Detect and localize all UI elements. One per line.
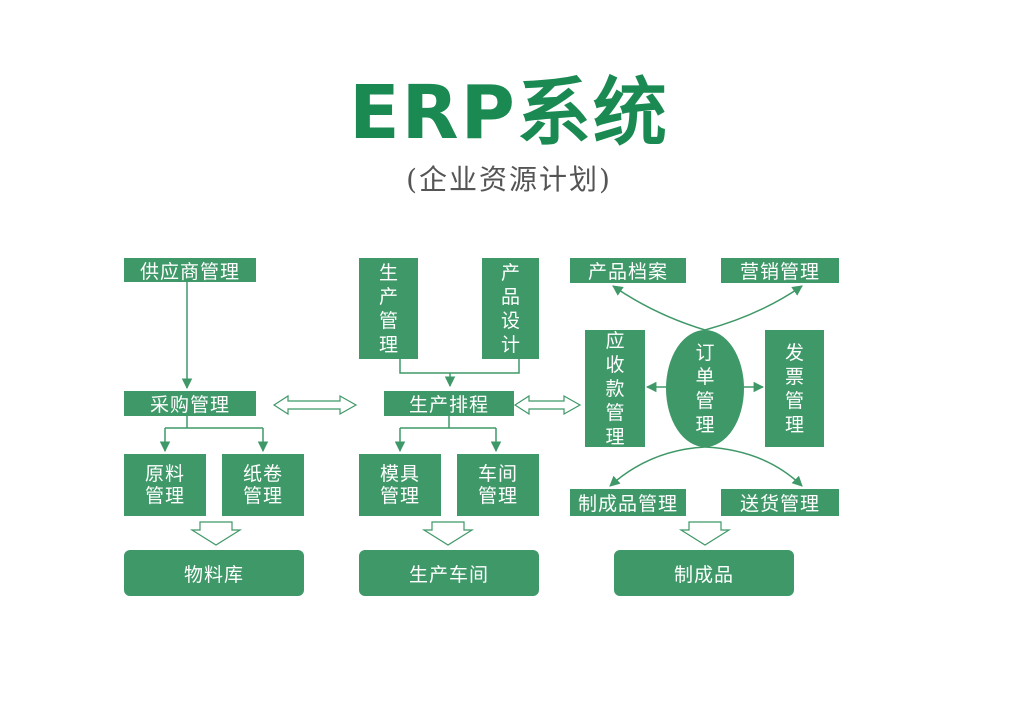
double-arrow-right [513, 394, 582, 416]
double-arrow-left [272, 394, 358, 416]
paper-roll-management-box: 纸卷管理 [222, 454, 304, 516]
material-warehouse-box: 物料库 [124, 550, 304, 596]
workshop-management-box: 车间管理 [457, 454, 539, 516]
order-management-oval: 订单管理 [666, 330, 744, 447]
delivery-management-box: 送货管理 [721, 489, 839, 516]
curve-to-delivery [704, 446, 803, 487]
supplier-management-box: 供应商管理 [124, 258, 256, 283]
curve-to-marketing [704, 285, 803, 331]
invoice-management-box: 发票管理 [765, 330, 824, 447]
down-arrow-to-workshop [421, 521, 475, 546]
connector-scheduling-split [400, 416, 496, 429]
purchase-management-box: 采购管理 [124, 391, 256, 416]
connector-purchase-split [165, 416, 263, 429]
connector-production-design [399, 359, 520, 386]
production-management-box: 生产管理 [359, 258, 418, 359]
mold-management-box: 模具管理 [359, 454, 441, 516]
diagram-title: ERP系统 [349, 70, 669, 156]
curve-to-finished-goods-mgmt [609, 446, 706, 487]
diagram-subtitle: (企业资源计划) [406, 163, 612, 196]
raw-material-management-box: 原料管理 [124, 454, 206, 516]
finished-goods-management-box: 制成品管理 [570, 489, 686, 516]
finished-goods-box: 制成品 [614, 550, 794, 596]
curve-to-product-archive [612, 285, 706, 331]
marketing-management-box: 营销管理 [721, 258, 839, 283]
production-scheduling-box: 生产排程 [384, 391, 514, 416]
down-arrow-to-finished-goods [678, 521, 732, 546]
receivables-management-box: 应收款管理 [585, 330, 645, 448]
product-archive-box: 产品档案 [570, 258, 686, 283]
production-workshop-box: 生产车间 [359, 550, 539, 596]
product-design-box: 产品设计 [482, 258, 539, 359]
down-arrow-to-warehouse [189, 521, 243, 546]
